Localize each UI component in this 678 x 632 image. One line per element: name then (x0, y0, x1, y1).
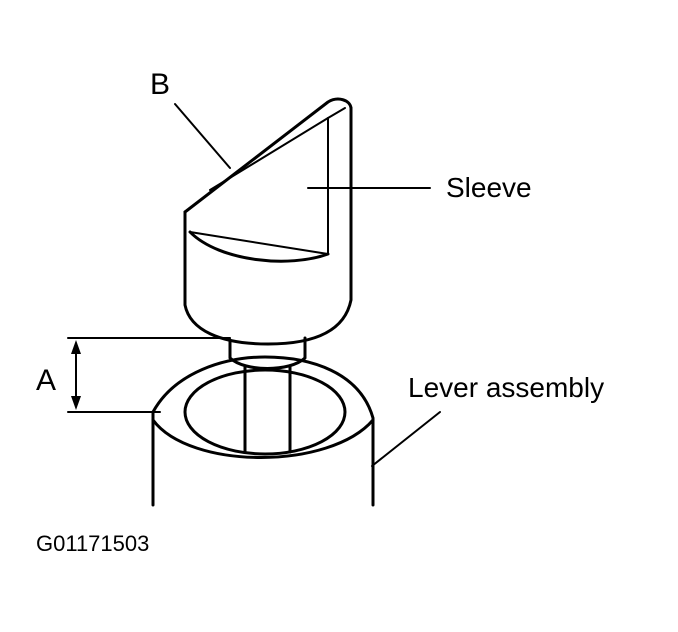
sleeve-top-face (327, 107, 346, 119)
label-a: A (36, 364, 57, 397)
label-sleeve: Sleeve (446, 172, 532, 203)
sleeve-outline (183, 106, 353, 346)
sleeve-bevel-chord (189, 231, 329, 255)
sleeve-bevel-edge-b (183, 97, 353, 214)
label-lever-assembly: Lever assembly (408, 372, 605, 403)
dimension-a-arrow-bottom (71, 396, 81, 410)
sleeve-bevel-lower-arc (188, 230, 330, 263)
neck-collar (228, 336, 307, 370)
lever-inner-bore (183, 368, 347, 456)
dimension-a (67, 337, 231, 413)
label-b: B (150, 68, 171, 101)
dimension-a-arrow-top (71, 340, 81, 354)
sleeve (183, 97, 353, 346)
sleeve-neck (228, 336, 307, 370)
lever-front-rim (151, 418, 375, 459)
leader-b (174, 103, 231, 169)
figure-code: G01171503 (36, 531, 150, 556)
sleeve-bevel-face (209, 117, 329, 191)
lever-assembly (151, 355, 375, 507)
lever-outer-shell (151, 355, 375, 507)
leader-lever-assembly (371, 411, 441, 467)
shaft (243, 364, 292, 454)
